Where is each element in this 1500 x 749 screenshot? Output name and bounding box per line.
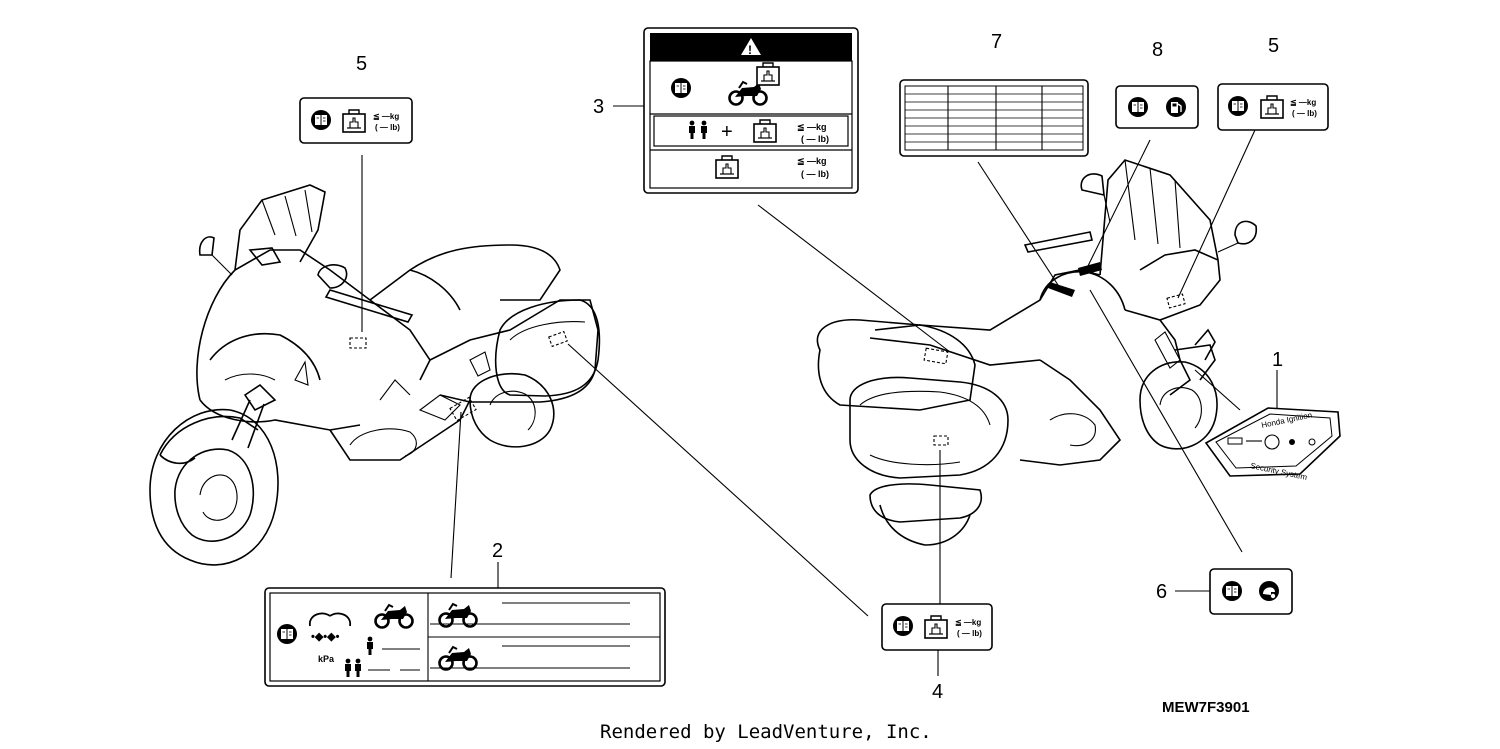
- load-lb-text: ( — lb): [801, 169, 829, 179]
- diagram-code: MEW7F3901: [1162, 699, 1250, 716]
- load-kg-text: ≦ —kg: [373, 112, 399, 121]
- label-3-warning: ! + ≦ —kg ( — lb) ≦ —kg ( — lb): [643, 27, 859, 194]
- callout-8: 8: [1152, 39, 1163, 61]
- callout-4: 4: [932, 681, 943, 703]
- load-case-icon: [342, 109, 366, 133]
- load-case-icon: [715, 155, 739, 179]
- label-5-right: ≦ —kg ( — lb): [1217, 83, 1329, 131]
- callout-6: 6: [1156, 581, 1167, 603]
- fuel-icon: [1165, 96, 1187, 118]
- tire-unit-text: kPa: [318, 654, 335, 664]
- callout-3: 3: [593, 96, 604, 118]
- load-kg-text: ≦ —kg: [797, 156, 827, 166]
- label-7-chart: [899, 79, 1089, 157]
- callout-numbers: 5 3 7 8 5 1 2 4 6: [356, 31, 1283, 703]
- load-case-icon: [756, 62, 780, 86]
- helmet-icon: [1259, 581, 1279, 601]
- callout-1: 1: [1272, 349, 1283, 371]
- motorcycle-right-drawing: [816, 159, 1258, 546]
- label-1-security-emblem: Honda Ignition Security System: [1204, 407, 1341, 482]
- load-case-icon: [924, 615, 948, 639]
- svg-text:+: +: [721, 121, 733, 143]
- label-4: ≦ —kg ( — lb): [881, 603, 993, 651]
- callout-2: 2: [492, 540, 503, 562]
- label-6: [1209, 568, 1293, 615]
- load-lb-text: ( — lb): [1292, 109, 1317, 118]
- load-lb-text: ( — lb): [375, 123, 400, 132]
- callout-5-right: 5: [1268, 35, 1279, 57]
- motorcycle-left-drawing: [149, 184, 601, 566]
- load-kg-text: ≦ —kg: [1290, 98, 1316, 107]
- manual-icon: [276, 623, 298, 645]
- leader-lines: [361, 105, 1278, 676]
- label-8: [1115, 85, 1199, 129]
- load-lb-text: ( — lb): [801, 134, 829, 144]
- manual-icon: [1227, 95, 1249, 117]
- load-kg-text: ≦ —kg: [955, 618, 981, 627]
- load-case-icon: [1260, 95, 1284, 119]
- svg-text:!: !: [748, 43, 752, 57]
- label-2-tire-pressure: •◆•◆• kPa: [264, 587, 666, 687]
- callout-7: 7: [991, 31, 1002, 53]
- manual-icon: [892, 615, 914, 637]
- manual-icon: [310, 109, 332, 131]
- manual-icon: [670, 77, 692, 99]
- footer-credit: Rendered by LeadVenture, Inc.: [600, 721, 932, 743]
- tire-icon: •◆•◆•: [309, 612, 351, 643]
- manual-icon: [1127, 96, 1149, 118]
- label-5-left: ≦ —kg ( — lb): [299, 97, 413, 144]
- callout-5-left: 5: [356, 53, 367, 75]
- load-lb-text: ( — lb): [957, 629, 982, 638]
- load-case-icon: [753, 119, 777, 143]
- warning-icon: [741, 38, 761, 55]
- manual-icon: [1221, 580, 1243, 602]
- svg-text:•◆•◆•: •◆•◆•: [311, 631, 340, 643]
- load-kg-text: ≦ —kg: [797, 122, 827, 132]
